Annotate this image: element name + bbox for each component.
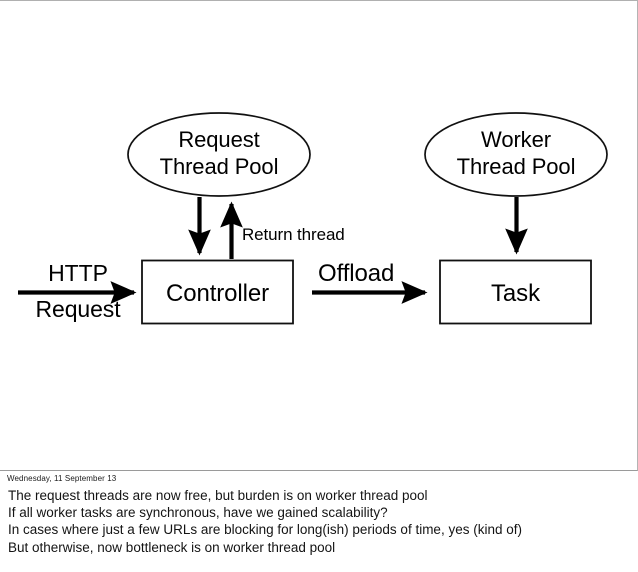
request-pool-line2: Thread Pool [159, 153, 279, 179]
note-line: In cases where just a few URLs are block… [8, 522, 522, 538]
node-worker-thread-pool [424, 112, 608, 197]
edge-return-thread-label: Return thread [242, 225, 345, 244]
note-line: The request threads are now free, but bu… [8, 488, 428, 503]
notes-body: The request threads are now free, but bu… [8, 487, 630, 556]
presenter-notes: Wednesday, 11 September 13 The request t… [0, 471, 638, 572]
note-line: But otherwise, now bottleneck is on work… [8, 539, 336, 555]
edge-offload-label: Offload [318, 260, 395, 287]
edge-http-request-label-line1: HTTP [48, 260, 108, 286]
worker-pool-line1: Worker [481, 127, 551, 152]
node-controller [141, 259, 294, 325]
slide-date: Wednesday, 11 September 13 [7, 474, 117, 483]
node-controller-label: Controller [165, 280, 270, 307]
flow-diagram [18, 112, 608, 325]
node-task [439, 259, 592, 325]
worker-pool-line2: Thread Pool [456, 153, 576, 179]
edge-http-request-label-line2: Request [35, 296, 121, 322]
request-pool-line1: Request [178, 127, 260, 152]
node-request-thread-pool [127, 112, 311, 197]
note-line: If all worker tasks are synchronous, hav… [8, 505, 388, 521]
node-task-label: Task [491, 280, 540, 307]
